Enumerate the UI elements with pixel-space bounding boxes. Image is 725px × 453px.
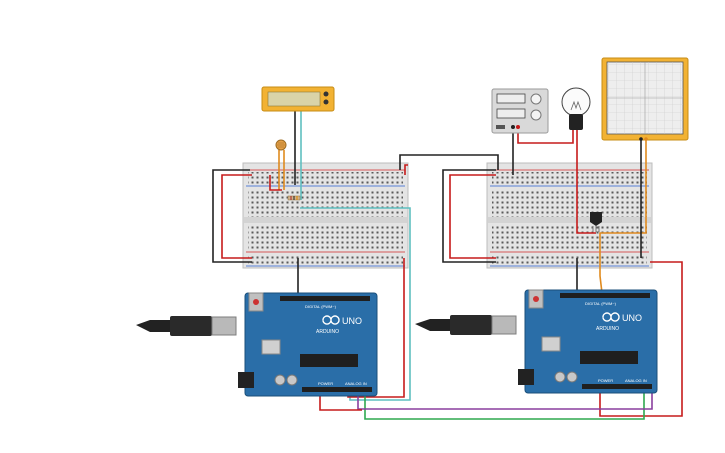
arduino-right-digital-label: DIGITAL (PWM~) bbox=[585, 301, 617, 306]
power-supply-icon[interactable] bbox=[491, 88, 549, 134]
oscilloscope-icon[interactable] bbox=[601, 57, 689, 141]
wire-red-psu bbox=[517, 130, 574, 144]
wire-black-left-loop bbox=[212, 169, 252, 263]
wire-red-bulb bbox=[576, 130, 596, 234]
wire-green-link bbox=[364, 392, 645, 420]
arduino-left-digital-label: DIGITAL (PWM~) bbox=[305, 304, 337, 309]
arduino-left-power-label: POWER bbox=[318, 381, 333, 386]
transistor-icon[interactable] bbox=[590, 212, 602, 232]
arduino-left-brand: ARDUINO bbox=[316, 329, 339, 335]
wire-purple-link bbox=[357, 392, 653, 410]
wire-red-left-bottom bbox=[319, 392, 362, 411]
wire-black-right-loop bbox=[442, 169, 496, 263]
arduino-uno-left[interactable]: DIGITAL (PWM~) ARDUINO UNO POWER ANALOG … bbox=[238, 292, 378, 397]
usb-plug-icon-left[interactable] bbox=[136, 316, 237, 336]
arduino-left-model: UNO bbox=[342, 316, 362, 326]
wire-black-bridge bbox=[399, 154, 499, 170]
wire-red-ldr bbox=[269, 175, 282, 191]
arduino-right-brand: ARDUINO bbox=[596, 326, 619, 332]
breadboard-left[interactable] bbox=[242, 162, 409, 269]
wire-red-left-loop bbox=[221, 174, 252, 259]
arduino-right-logo-icon bbox=[602, 312, 620, 322]
wire-orange-osc bbox=[599, 140, 647, 294]
photoresistor-icon[interactable] bbox=[275, 139, 287, 151]
light-bulb-icon[interactable] bbox=[561, 87, 591, 130]
arduino-right-model: UNO bbox=[622, 313, 642, 323]
multimeter-icon[interactable] bbox=[261, 86, 335, 112]
arduino-right-power-label: POWER bbox=[598, 378, 613, 383]
wires[interactable] bbox=[212, 110, 683, 420]
wire-red-right-loop-bottom bbox=[599, 261, 683, 417]
arduino-uno-right[interactable]: DIGITAL (PWM~) ARDUINO UNO POWER ANALOG … bbox=[518, 289, 658, 394]
arduino-left-analog-label: ANALOG IN bbox=[345, 381, 367, 386]
wire-red-right-loop bbox=[449, 174, 496, 259]
arduino-right-analog-label: ANALOG IN bbox=[625, 378, 647, 383]
arduino-left-logo-icon bbox=[322, 315, 340, 325]
wire-red-bridge-right bbox=[404, 164, 408, 175]
usb-plug-icon-right[interactable] bbox=[415, 315, 517, 335]
resistor-icon[interactable] bbox=[287, 195, 301, 201]
breadboard-right[interactable] bbox=[486, 162, 653, 269]
